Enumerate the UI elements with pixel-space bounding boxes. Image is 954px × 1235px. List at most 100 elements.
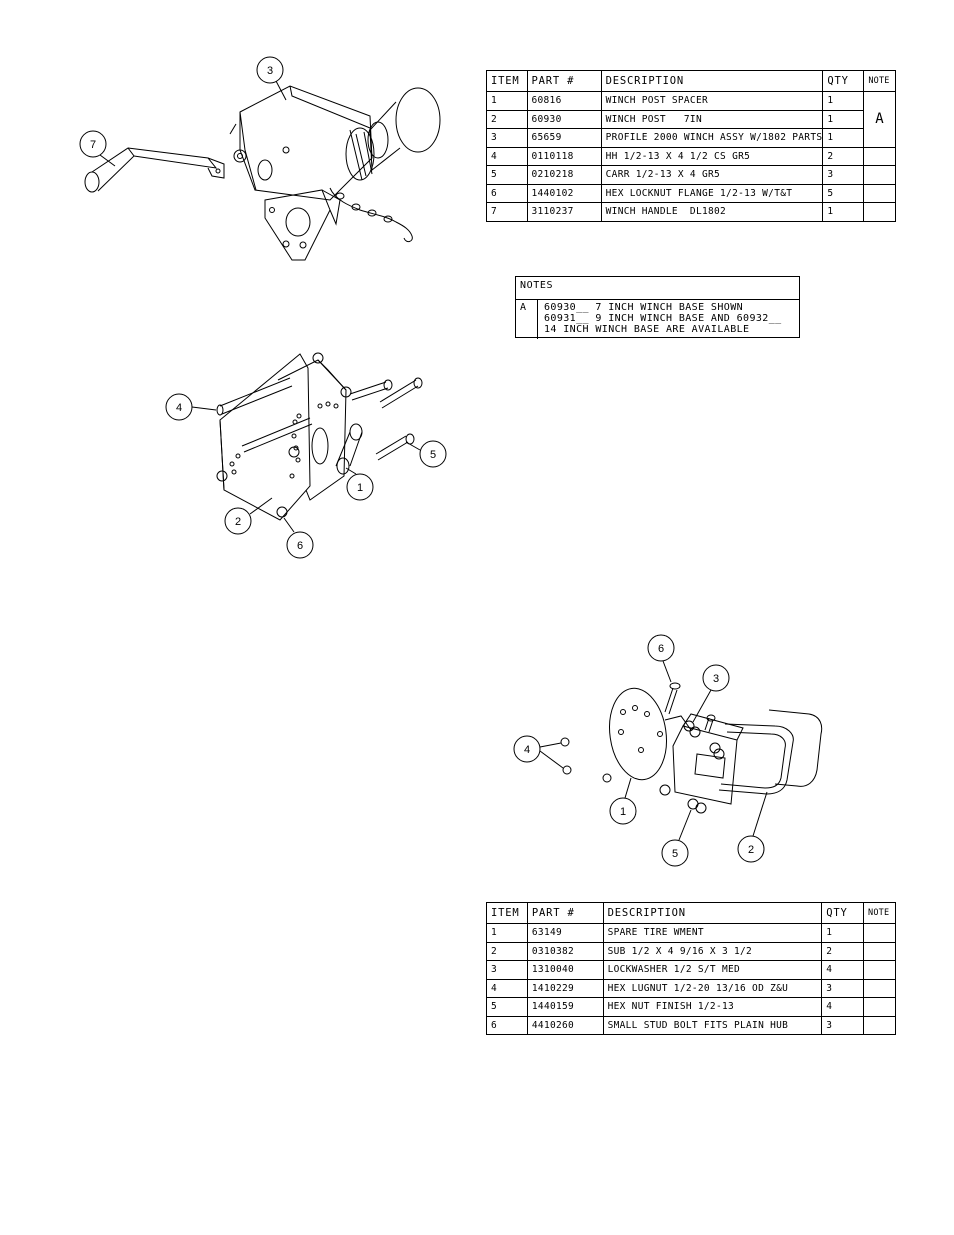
cell-part: 0110118 bbox=[526, 146, 602, 166]
cell-item: 7 bbox=[486, 202, 528, 222]
table-row: 6 1440102 HEX LOCKNUT FLANGE 1/2-13 W/T&… bbox=[486, 183, 896, 203]
balloon-3: 3 bbox=[256, 56, 287, 101]
svg-text:1: 1 bbox=[620, 806, 626, 818]
table-row: 5 1440159 HEX NUT FINISH 1/2-13 4 bbox=[486, 997, 896, 1017]
spare-tire-mount-drawing: 6 3 4 1 5 2 bbox=[505, 630, 835, 870]
spare-mount-plate-part bbox=[609, 687, 667, 781]
cell-description: SMALL STUD BOLT FITS PLAIN HUB bbox=[602, 1015, 823, 1035]
post-spacer-part bbox=[335, 423, 363, 475]
cell-note bbox=[863, 923, 896, 943]
cell-note bbox=[863, 960, 896, 980]
cell-description: HEX LOCKNUT FLANGE 1/2-13 W/T&T bbox=[600, 183, 824, 203]
cell-part: 65659 bbox=[526, 128, 602, 148]
table-row: 2 0310382 SUB 1/2 X 4 9/16 X 3 1/2 2 bbox=[486, 941, 896, 961]
cell-description: WINCH HANDLE DL1802 bbox=[600, 202, 824, 222]
winch-chain-part bbox=[329, 187, 413, 243]
post-hh-bolt-part bbox=[216, 377, 313, 453]
cell-description: WINCH POST 7IN bbox=[600, 109, 824, 129]
cell-description: WINCH POST SPACER bbox=[600, 91, 824, 111]
cell-part: 0310382 bbox=[526, 941, 604, 961]
winch-handle-part bbox=[84, 147, 225, 193]
notes-box: NOTES A 60930__ 7 INCH WINCH BASE SHOWN … bbox=[515, 276, 800, 339]
cell-description: HEX LUGNUT 1/2-20 13/16 OD Z&U bbox=[602, 978, 823, 998]
balloon-5: 5 bbox=[661, 809, 692, 867]
svg-text:6: 6 bbox=[297, 540, 303, 552]
cell-item: 6 bbox=[486, 1015, 528, 1035]
cell-item: 4 bbox=[486, 146, 528, 166]
cell-part: 3110237 bbox=[526, 202, 602, 222]
balloon-3: 3 bbox=[692, 664, 730, 723]
svg-text:6: 6 bbox=[658, 643, 664, 655]
svg-text:2: 2 bbox=[748, 844, 754, 856]
balloon-4: 4 bbox=[513, 735, 564, 769]
table-row: 5 0210218 CARR 1/2-13 X 4 GR5 3 bbox=[486, 165, 896, 185]
col-header-note: NOTE bbox=[863, 902, 896, 924]
cell-qty: 5 bbox=[822, 183, 865, 203]
cell-part: 63149 bbox=[526, 923, 604, 943]
svg-text:5: 5 bbox=[430, 449, 436, 461]
cell-item: 2 bbox=[486, 941, 528, 961]
notes-line: 60930__ 7 INCH WINCH BASE SHOWN bbox=[544, 302, 744, 313]
cell-note bbox=[863, 165, 896, 185]
cell-item: 2 bbox=[486, 109, 528, 129]
cell-qty: 3 bbox=[821, 978, 865, 998]
cell-part: 4410260 bbox=[526, 1015, 604, 1035]
cell-item: 5 bbox=[486, 165, 528, 185]
cell-qty: 3 bbox=[821, 1015, 865, 1035]
cell-qty: 1 bbox=[822, 109, 865, 129]
col-header-item: ITEM bbox=[486, 902, 528, 924]
balloon-6: 6 bbox=[283, 517, 314, 559]
cell-part: 1310040 bbox=[526, 960, 604, 980]
cell-note bbox=[863, 1015, 896, 1035]
cell-note bbox=[863, 978, 896, 998]
table-row: 3 1310040 LOCKWASHER 1/2 S/T MED 4 bbox=[486, 960, 896, 980]
cell-part: 60930 bbox=[526, 109, 602, 129]
cell-qty: 1 bbox=[822, 202, 865, 222]
spare-mount-ubolt-part bbox=[718, 709, 823, 795]
cell-description: CARR 1/2-13 X 4 GR5 bbox=[600, 165, 824, 185]
table-row: 2 60930 WINCH POST 7IN 1 bbox=[486, 109, 896, 129]
post-front-plate-part bbox=[219, 353, 311, 521]
balloon-1: 1 bbox=[609, 777, 637, 825]
cell-note bbox=[863, 997, 896, 1017]
svg-text:7: 7 bbox=[90, 139, 96, 151]
svg-text:3: 3 bbox=[713, 673, 719, 685]
balloon-1: 1 bbox=[345, 467, 374, 501]
winch-assembly-drawing: 3 7 bbox=[60, 50, 460, 270]
note-reference: A bbox=[875, 111, 885, 128]
cell-part: 1440159 bbox=[526, 997, 604, 1017]
balloon-4: 4 bbox=[165, 393, 217, 421]
col-header-item: ITEM bbox=[486, 70, 528, 92]
cell-part: 1410229 bbox=[526, 978, 604, 998]
table-row: 1 63149 SPARE TIRE WMENT 1 bbox=[486, 923, 896, 943]
col-header-part: PART # bbox=[526, 902, 604, 924]
cell-note: A bbox=[863, 91, 896, 148]
spare-mount-bracket-part bbox=[664, 713, 744, 805]
balloon-6: 6 bbox=[647, 634, 675, 683]
cell-item: 6 bbox=[486, 183, 528, 203]
balloon-2: 2 bbox=[224, 497, 273, 535]
notes-letter: A bbox=[516, 300, 538, 339]
col-header-note: NOTE bbox=[863, 70, 896, 92]
cell-description: PROFILE 2000 WINCH ASSY W/1802 PARTS bbox=[600, 128, 824, 148]
cell-item: 3 bbox=[486, 128, 528, 148]
cell-item: 4 bbox=[486, 978, 528, 998]
winch-drum-part bbox=[345, 87, 441, 181]
winch-parts-table: ITEM PART # DESCRIPTION QTY NOTE 1 60816… bbox=[486, 70, 896, 222]
cell-qty: 1 bbox=[822, 128, 865, 148]
notes-line: 60931__ 9 INCH WINCH BASE AND 60932__ bbox=[544, 313, 782, 324]
cell-qty: 2 bbox=[821, 941, 865, 961]
svg-text:2: 2 bbox=[235, 516, 241, 528]
cell-part: 60816 bbox=[526, 91, 602, 111]
cell-note bbox=[863, 146, 896, 166]
svg-text:4: 4 bbox=[524, 744, 530, 756]
table-header-row: ITEM PART # DESCRIPTION QTY NOTE bbox=[486, 70, 896, 92]
spare-mount-hardware-part bbox=[560, 682, 725, 814]
cell-qty: 1 bbox=[822, 91, 865, 111]
cell-item: 5 bbox=[486, 997, 528, 1017]
cell-description: SUB 1/2 X 4 9/16 X 3 1/2 bbox=[602, 941, 823, 961]
notes-line: 14 INCH WINCH BASE ARE AVAILABLE bbox=[544, 324, 750, 335]
svg-text:1: 1 bbox=[357, 482, 363, 494]
svg-text:4: 4 bbox=[176, 402, 182, 414]
table-row: 4 1410229 HEX LUGNUT 1/2-20 13/16 OD Z&U… bbox=[486, 978, 896, 998]
